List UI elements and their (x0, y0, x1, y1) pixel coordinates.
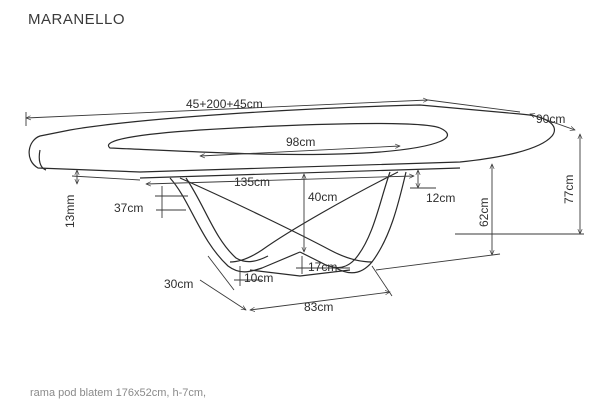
dim-leg-gap: 17cm (296, 256, 350, 274)
label-leg-offset: 37cm (114, 201, 143, 215)
table-base (169, 171, 407, 277)
label-base-length: 83cm (304, 300, 333, 314)
label-top-thickness: 13mm (63, 195, 77, 228)
label-leg-gap: 17cm (308, 260, 337, 274)
base-cross-a (179, 177, 373, 263)
label-depth: 90cm (536, 112, 565, 126)
label-table-height: 77cm (562, 175, 576, 204)
base-foot-line (249, 269, 351, 277)
label-center-insert: 98cm (286, 135, 315, 149)
dim-base-length: 83cm (250, 265, 393, 314)
table-top-edge (38, 149, 47, 171)
label-foot-depth: 30cm (164, 277, 193, 291)
dim-leg-height: 62cm (375, 164, 501, 271)
base-leg-left-inner (185, 177, 269, 263)
dim-length: 45+200+45cm (26, 97, 521, 126)
base-leg-right-inner (335, 171, 407, 274)
dim-top-thickness: 13mm (63, 170, 141, 228)
product-title: MARANELLO (28, 11, 125, 28)
base-cross-b (229, 171, 399, 263)
dim-frame-length: 135cm (146, 175, 414, 189)
dim-depth: 90cm (530, 112, 575, 130)
label-base-height: 40cm (308, 190, 337, 204)
label-frame-length: 135cm (234, 175, 270, 189)
dim-leg-offset: 37cm (114, 186, 188, 218)
dim-table-height: 77cm (455, 134, 584, 234)
label-leg-height: 62cm (477, 198, 491, 227)
label-apron-drop: 12cm (426, 191, 455, 205)
dim-apron-drop: 12cm (410, 170, 455, 205)
center-insert-outline (107, 122, 449, 156)
base-leg-right-outer (299, 171, 391, 269)
dim-base-height: 40cm (304, 174, 337, 252)
label-leg-width: 10cm (244, 271, 273, 285)
dim-center-insert: 98cm (200, 135, 400, 156)
dim-leg-width: 10cm (234, 266, 273, 286)
dim-foot-depth: 30cm (164, 255, 246, 310)
label-length-extended: 45+200+45cm (186, 97, 263, 111)
footer-note: rama pod blatem 176x52cm, h-7cm, (30, 387, 206, 399)
